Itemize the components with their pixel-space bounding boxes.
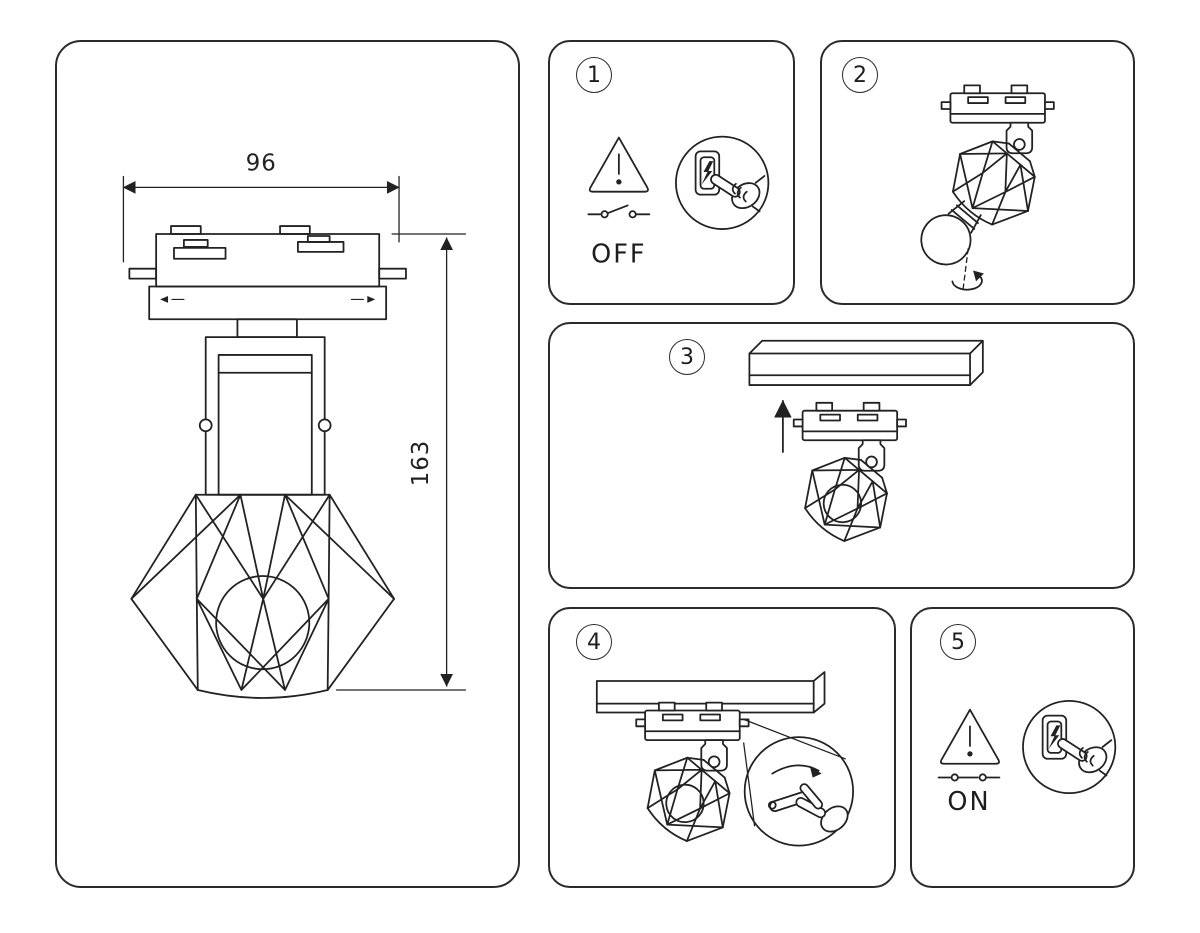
dimension-drawing: 96 163 bbox=[122, 151, 467, 699]
hinge-icon bbox=[700, 739, 728, 772]
step-3-badge: 3 bbox=[669, 339, 705, 375]
step-5-caption: ON bbox=[947, 787, 990, 817]
hinge-icon bbox=[857, 439, 886, 472]
cage-spotlight-icon bbox=[629, 739, 749, 857]
track-adapter-icon bbox=[128, 225, 407, 321]
step-1-badge: 1 bbox=[576, 57, 612, 93]
step-1-illustration: OFF bbox=[587, 135, 770, 270]
switch-closed-icon bbox=[937, 773, 1001, 782]
bracket-icon bbox=[198, 318, 332, 496]
hinge-icon bbox=[1005, 121, 1034, 155]
warning-triangle-icon bbox=[939, 708, 1000, 765]
wall-switch-hand-lens-icon bbox=[1022, 699, 1117, 795]
hand-icon bbox=[795, 783, 849, 833]
step-3-illustration bbox=[748, 339, 984, 558]
cage-spotlight-icon bbox=[787, 439, 907, 558]
ceiling-track-icon bbox=[748, 339, 984, 386]
step-5-badge: 5 bbox=[940, 624, 976, 660]
bulb-icon bbox=[665, 783, 705, 824]
lock-lever-detail-lens-icon bbox=[743, 718, 854, 847]
step-panel-2: 2 bbox=[820, 40, 1135, 305]
track-adapter-icon bbox=[635, 701, 750, 741]
flip-arrow-icon bbox=[771, 764, 820, 775]
step-panel-5: 5 ON bbox=[910, 607, 1135, 888]
track-adapter-icon bbox=[792, 401, 907, 442]
warning-triangle-icon bbox=[588, 136, 649, 193]
width-dimension-label: 96 bbox=[246, 151, 277, 177]
dimension-lines bbox=[122, 175, 467, 691]
dimension-panel: 96 163 bbox=[55, 40, 520, 888]
step-2-badge: 2 bbox=[842, 57, 878, 93]
cage-shade-icon bbox=[130, 493, 395, 699]
step-4-illustration bbox=[595, 671, 854, 857]
bulb-icon bbox=[822, 483, 863, 524]
track-adapter-icon bbox=[940, 84, 1055, 124]
height-dimension-label: 163 bbox=[408, 440, 434, 486]
step-panel-1: 1 OFF bbox=[548, 40, 795, 305]
step-panel-3: 3 bbox=[548, 322, 1135, 589]
step-panel-4: 4 bbox=[548, 607, 896, 888]
switch-open-icon bbox=[587, 204, 651, 219]
bulb-icon bbox=[215, 575, 311, 671]
step-5-illustration: ON bbox=[937, 699, 1117, 817]
wall-switch-hand-lens-icon bbox=[675, 135, 770, 230]
step-2-illustration bbox=[910, 84, 1055, 291]
step-4-badge: 4 bbox=[576, 624, 612, 660]
bulb-rotation-arrow-icon bbox=[951, 248, 984, 291]
step-1-caption: OFF bbox=[591, 240, 646, 270]
